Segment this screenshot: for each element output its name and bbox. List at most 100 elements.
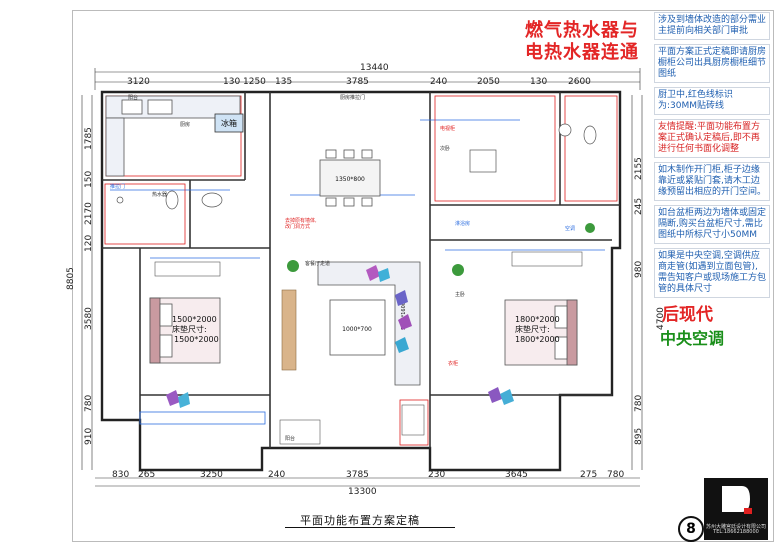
kitchen-counter — [105, 95, 241, 177]
bed-left-size-2: 床垫尺寸: — [172, 324, 207, 334]
dim-left-total: 8805 — [66, 267, 76, 290]
dim-right-3: 895 — [634, 427, 644, 445]
blue-notes-small: 推拉门 淋浴房 空调 — [110, 183, 575, 232]
dim-left-5: 780 — [84, 394, 94, 412]
bed-left-size-1: 1500*2000 — [172, 315, 217, 324]
dim-top-5: 240 — [430, 77, 448, 87]
bed-left-size-3: 1500*2000 — [174, 335, 219, 344]
note-5: 如木制作开门柜,柜子边缘靠近或紧贴门套,请木工边缘预留出相应的开门空间。 — [654, 162, 770, 201]
svg-text:次卧: 次卧 — [440, 145, 450, 152]
svg-text:主卧: 主卧 — [455, 291, 465, 298]
company-logo: 苏州大雕宫廷设计有限公司 TEL:18662188000 — [704, 478, 768, 540]
dim-top-1: 130 — [223, 77, 241, 87]
dim-bottom-6: 3645 — [505, 470, 528, 480]
header-title: 燃气热水器与 电热水器连通 — [525, 20, 639, 64]
dim-left-1: 150 — [84, 170, 94, 188]
svg-text:阳台: 阳台 — [128, 94, 138, 101]
dining-table-size: 1350*800 — [335, 176, 365, 183]
dim-top-8: 2600 — [568, 77, 591, 87]
tv-cabinet — [281, 289, 297, 371]
dim-right-1: 245 — [634, 197, 644, 215]
svg-text:去掉原有墙体,: 去掉原有墙体, — [285, 217, 317, 224]
note-7: 如果是中央空调,空调供应商走管(如遇到立面包管),需告知客户或现场施工方包管的具… — [654, 248, 770, 298]
svg-text:改门洞方式: 改门洞方式 — [285, 223, 310, 230]
company-phone: TEL:18662188000 — [713, 529, 759, 535]
page-number: 8 — [678, 516, 704, 542]
note-4: 友情提醒:平面功能布置方案正式确认定稿后,即不再进行任何书面化调整 — [654, 119, 770, 158]
dim-top-6: 2050 — [477, 77, 500, 87]
svg-text:阳台: 阳台 — [285, 435, 295, 442]
fridge — [214, 113, 244, 133]
footer-underline — [285, 527, 455, 528]
dim-bottom-8: 780 — [607, 470, 625, 480]
dim-bottom-1: 265 — [138, 470, 156, 480]
blue-annotation-lines — [110, 119, 605, 425]
style-label: 后现代 — [662, 305, 713, 325]
bed-right-size-3: 1800*2000 — [515, 335, 560, 344]
dim-left-0: 1785 — [84, 127, 94, 150]
note-2: 平面方案正式定稿即请厨房橱柜公司出具厨房橱柜细节图纸 — [654, 44, 770, 83]
balcony-cabinet — [279, 419, 321, 445]
footer-title: 平面功能布置方案定稿 — [300, 514, 420, 527]
notes-panel: 涉及到墙体改造的部分需业主提前向相关部门审批 平面方案正式定稿即请厨房橱柜公司出… — [654, 12, 770, 302]
top-dimension-lines — [94, 68, 641, 90]
svg-text:客餐厅走道: 客餐厅走道 — [305, 260, 330, 267]
dim-left-4: 3580 — [84, 307, 94, 330]
svg-text:电视柜: 电视柜 — [440, 125, 455, 132]
dim-bottom-3: 240 — [268, 470, 286, 480]
header-title-line2: 电热水器连通 — [525, 42, 639, 63]
svg-text:推拉门: 推拉门 — [110, 183, 125, 190]
dim-left-2: 2170 — [84, 202, 94, 225]
red-annotations: 去掉原有墙体, 改门洞方式 电视柜 衣柜 — [285, 125, 458, 367]
dim-bottom-7: 275 — [580, 470, 598, 480]
cushions — [166, 265, 514, 408]
logo-mark-icon — [722, 486, 752, 514]
dim-bottom-5: 230 — [428, 470, 446, 480]
dim-top-3: 135 — [275, 77, 293, 87]
left-dimension-lines — [81, 95, 93, 470]
dim-right-4: 780 — [634, 394, 644, 412]
ac-label: 中央空调 — [660, 329, 725, 348]
dim-right-2: 980 — [634, 260, 644, 278]
right-dimension-lines — [631, 95, 643, 470]
dim-bottom-total: 13300 — [348, 487, 377, 497]
dim-top-4: 3785 — [346, 77, 369, 87]
svg-text:热水器: 热水器 — [152, 191, 167, 198]
dining-table-group — [319, 149, 381, 207]
note-3: 厨卫中,红色线标识为:30MM贴砖线 — [654, 87, 770, 115]
dim-top-0: 3120 — [127, 77, 150, 87]
dim-bottom-2: 3250 — [200, 470, 223, 480]
bed-right-size-1: 1800*2000 — [515, 315, 560, 324]
dim-bottom-4: 3785 — [346, 470, 369, 480]
plan-frame — [72, 10, 774, 542]
svg-text:淋浴房: 淋浴房 — [455, 220, 470, 227]
note-6: 如台盆柜两边为墙体或固定隔断,购买台盆柜尺寸,需比图纸中所标尺寸小50MM — [654, 205, 770, 244]
dim-left-3: 120 — [84, 234, 94, 252]
dim-bottom-0: 830 — [112, 470, 130, 480]
header-title-line1: 燃气热水器与 — [525, 20, 639, 41]
coffee-table-size: 1000*700 — [342, 326, 372, 333]
bed-left — [149, 297, 221, 364]
outer-walls — [100, 90, 622, 472]
wardrobe-left — [154, 261, 221, 277]
dim-left-6: 910 — [84, 427, 94, 445]
svg-text:厨房: 厨房 — [180, 121, 190, 128]
bed-right-size-2: 床垫尺寸: — [515, 324, 550, 334]
fridge-label: 冰箱 — [221, 118, 237, 128]
svg-text:空调: 空调 — [565, 225, 575, 232]
company-name: 苏州大雕宫廷设计有限公司 — [705, 524, 766, 530]
dim-top-2: 1250 — [243, 77, 266, 87]
inner-walls — [102, 92, 620, 448]
bed-right — [504, 299, 578, 366]
small-annotations: 阳台 厨房推拉门 厨房 客餐厅走道 次卧 主卧 阳台 热水器 — [128, 94, 465, 442]
dim-top-7: 130 — [530, 77, 548, 87]
dim-right-0: 2155 — [634, 157, 644, 180]
svg-text:厨房推拉门: 厨房推拉门 — [340, 94, 365, 101]
sofa-size: 3300*1600 — [401, 302, 407, 330]
coffee-table — [329, 299, 386, 356]
plants — [287, 223, 595, 276]
bottom-dimension-lines — [95, 477, 640, 487]
dim-top-total: 13440 — [360, 63, 389, 73]
wardrobe-right — [511, 251, 583, 267]
